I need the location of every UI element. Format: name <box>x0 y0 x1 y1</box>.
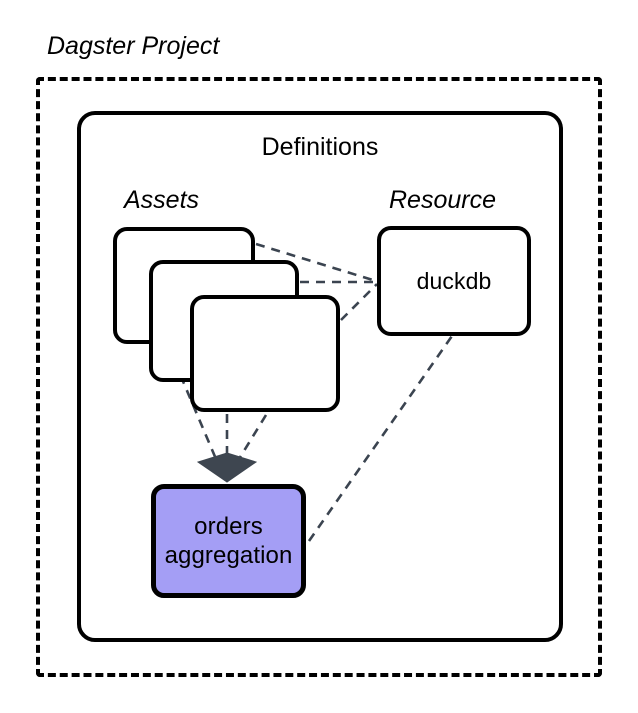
asset-orders-aggregation-label-line2: aggregation <box>164 542 293 569</box>
resource-duckdb-label: duckdb <box>416 267 492 294</box>
assets-group-title: Assets <box>124 186 200 214</box>
asset-orders-aggregation-label-line1: orders <box>194 512 263 540</box>
asset-card-3[interactable] <box>190 295 340 412</box>
definitions-title: Definitions <box>261 133 379 161</box>
resource-duckdb-node[interactable]: duckdb <box>377 226 531 336</box>
definitions-frame <box>77 111 563 642</box>
asset-orders-aggregation-node[interactable]: orders aggregation <box>151 484 306 598</box>
dagster-project-frame <box>36 77 602 677</box>
resource-group-title: Resource <box>389 186 496 214</box>
project-title: Dagster Project <box>47 32 220 60</box>
